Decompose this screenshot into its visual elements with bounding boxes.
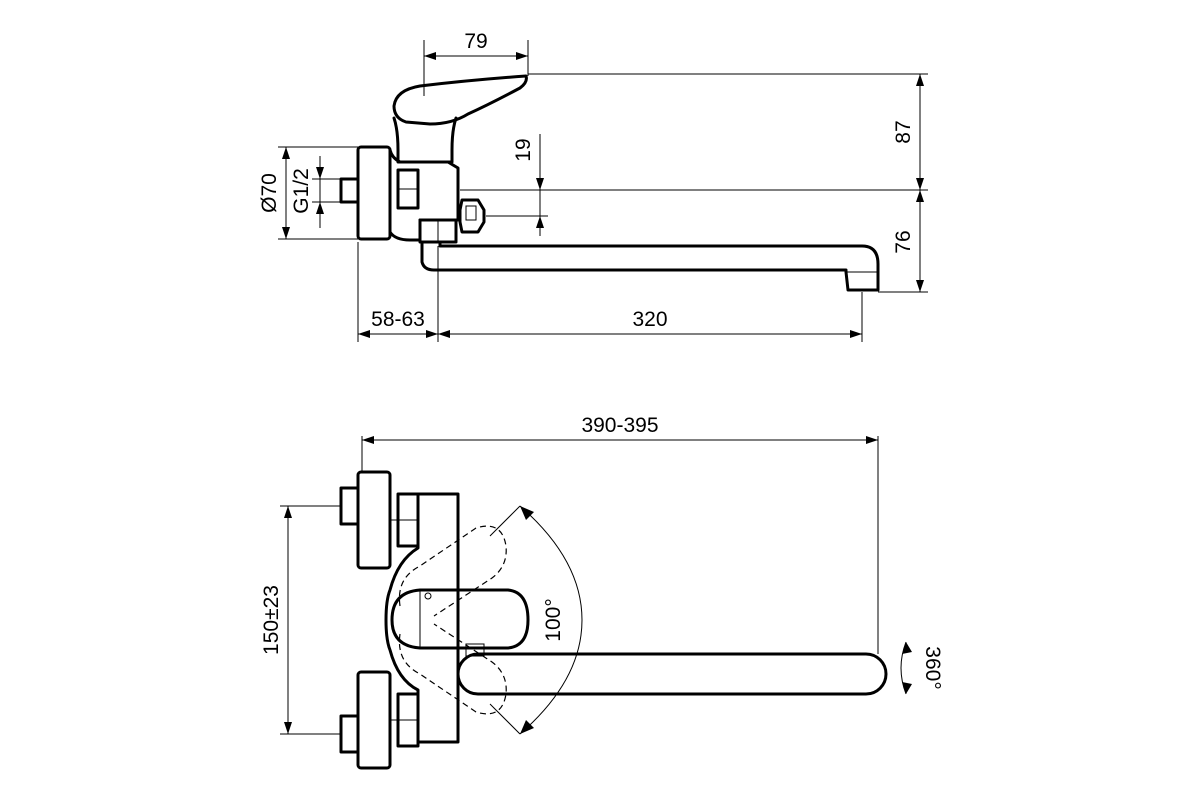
lever-handle — [392, 74, 528, 126]
dim-lever-width: 79 — [464, 30, 487, 53]
spout-collar — [465, 643, 485, 657]
dim-spout-drop: 76 — [892, 230, 915, 253]
flange-lower — [356, 670, 392, 770]
flange-upper — [356, 470, 392, 570]
dim-spout-offset: 19 — [512, 138, 535, 161]
wall-flange — [356, 145, 392, 241]
dim-centers: 150±23 — [260, 585, 283, 655]
side-view: 79 87 76 19 Ø70 G1/2 — [258, 30, 928, 342]
top-view: 390-395 150±23 100° 360° — [260, 414, 944, 770]
inlet-stub — [339, 177, 360, 204]
dim-wall-offset: 58-63 — [371, 308, 425, 331]
dim-spout-length: 320 — [632, 308, 667, 331]
swivel-spout — [420, 240, 880, 292]
dim-diameter: Ø70 — [258, 173, 281, 213]
lever-position-b — [398, 623, 507, 715]
top-body — [384, 492, 460, 744]
top-lever — [390, 588, 530, 650]
rotation-arc-spout — [900, 641, 907, 695]
top-spout — [456, 652, 888, 696]
dim-lever-height: 87 — [892, 120, 915, 143]
dim-thread: G1/2 — [290, 168, 313, 214]
diverter-knob — [458, 198, 486, 234]
rotation-arc-lever — [519, 505, 583, 735]
stub-upper — [339, 486, 360, 526]
dim-spout-rotation: 360° — [921, 646, 944, 689]
lever-column — [392, 116, 458, 164]
dim-overall-width: 390-395 — [581, 414, 658, 437]
dim-lever-rotation: 100° — [542, 598, 565, 641]
stub-lower — [339, 714, 360, 754]
lever-position-a — [398, 525, 507, 617]
